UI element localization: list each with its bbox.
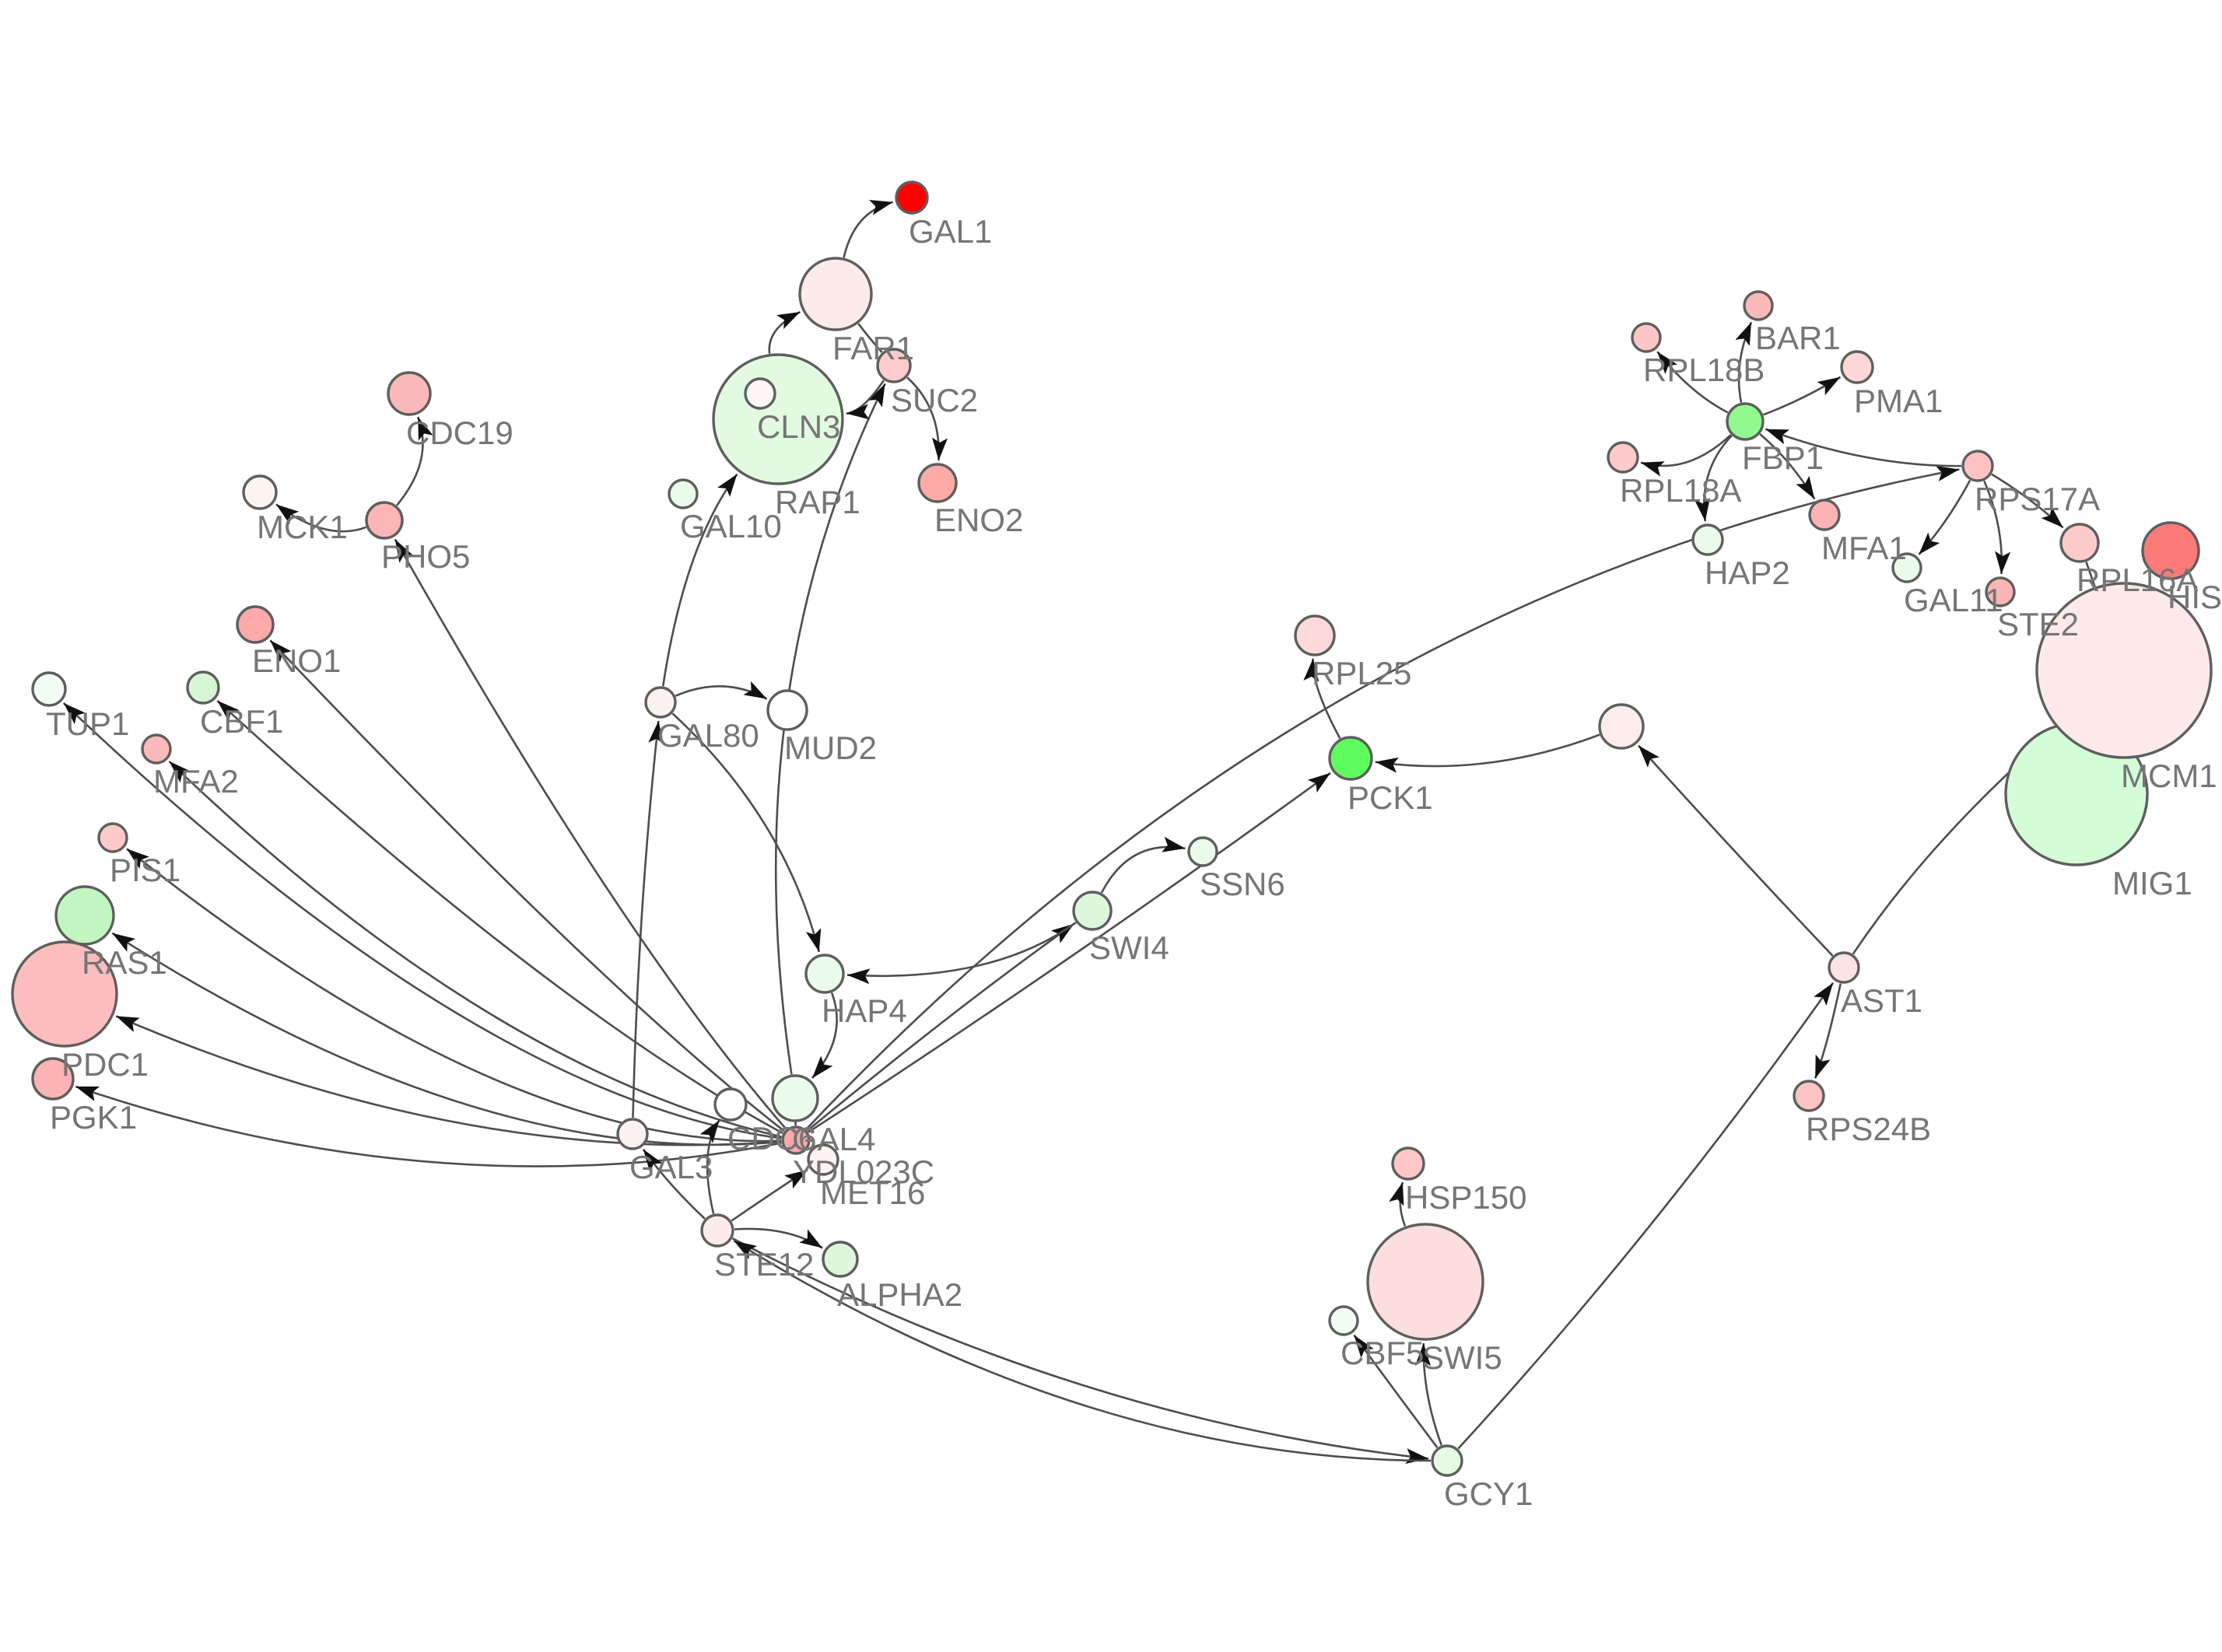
svg-text:RAS1: RAS1 bbox=[82, 944, 167, 981]
svg-text:RPL25: RPL25 bbox=[1312, 655, 1411, 691]
svg-text:PDC1: PDC1 bbox=[61, 1046, 149, 1083]
svg-text:GAL4: GAL4 bbox=[792, 1121, 875, 1157]
svg-text:ENO2: ENO2 bbox=[934, 502, 1023, 538]
svg-text:RPL16A: RPL16A bbox=[2077, 562, 2198, 598]
svg-text:PHO5: PHO5 bbox=[381, 538, 470, 575]
svg-text:HAP4: HAP4 bbox=[822, 992, 907, 1029]
svg-text:PCK1: PCK1 bbox=[1348, 779, 1433, 816]
svg-text:MFA1: MFA1 bbox=[1821, 530, 1907, 566]
svg-text:GAL3: GAL3 bbox=[629, 1149, 713, 1185]
svg-text:CDC19: CDC19 bbox=[406, 415, 513, 451]
svg-text:PGK1: PGK1 bbox=[50, 1099, 137, 1136]
svg-text:ALPHA2: ALPHA2 bbox=[837, 1276, 962, 1313]
svg-text:RAP1: RAP1 bbox=[775, 484, 860, 520]
svg-text:GAL10: GAL10 bbox=[680, 508, 782, 544]
svg-text:SUC2: SUC2 bbox=[891, 382, 978, 418]
svg-text:MUD2: MUD2 bbox=[784, 730, 877, 766]
svg-text:GAL1: GAL1 bbox=[909, 213, 992, 250]
svg-text:GAL80: GAL80 bbox=[657, 717, 759, 754]
svg-text:FAR1: FAR1 bbox=[832, 330, 914, 366]
svg-text:MCK1: MCK1 bbox=[257, 509, 348, 545]
svg-text:RPL18A: RPL18A bbox=[1620, 472, 1741, 509]
svg-text:RPS17A: RPS17A bbox=[1975, 481, 2100, 517]
svg-text:MCM1: MCM1 bbox=[2121, 758, 2217, 794]
svg-text:CBF1: CBF1 bbox=[200, 703, 283, 740]
svg-text:CLN3: CLN3 bbox=[757, 408, 840, 445]
svg-text:FBP1: FBP1 bbox=[1742, 439, 1824, 476]
svg-text:PIS1: PIS1 bbox=[110, 852, 180, 888]
svg-text:BAR1: BAR1 bbox=[1755, 320, 1841, 356]
svg-text:AST1: AST1 bbox=[1841, 982, 1922, 1019]
svg-text:GAL11: GAL11 bbox=[1904, 582, 2003, 618]
svg-text:HAP2: HAP2 bbox=[1705, 555, 1790, 591]
svg-text:RPL18B: RPL18B bbox=[1643, 352, 1765, 388]
svg-text:ENO1: ENO1 bbox=[252, 642, 341, 679]
svg-text:MFA2: MFA2 bbox=[153, 763, 239, 800]
svg-text:HIS4: HIS4 bbox=[2168, 579, 2222, 615]
svg-text:MET16: MET16 bbox=[820, 1174, 925, 1211]
svg-text:STE2: STE2 bbox=[1997, 606, 2079, 642]
svg-text:YDL023C: YDL023C bbox=[793, 1153, 934, 1190]
svg-text:SWI5: SWI5 bbox=[1422, 1339, 1502, 1376]
svg-text:TUP1: TUP1 bbox=[46, 705, 129, 742]
svg-text:CDC6: CDC6 bbox=[727, 1120, 816, 1157]
svg-text:GCY1: GCY1 bbox=[1444, 1475, 1533, 1512]
svg-text:CBF5: CBF5 bbox=[1341, 1335, 1424, 1371]
svg-text:STE12: STE12 bbox=[714, 1246, 814, 1283]
svg-text:PMA1: PMA1 bbox=[1854, 383, 1943, 419]
svg-text:HSP150: HSP150 bbox=[1405, 1179, 1526, 1216]
svg-text:SSN6: SSN6 bbox=[1200, 866, 1285, 902]
svg-text:RPS24B: RPS24B bbox=[1806, 1111, 1931, 1147]
svg-text:MIG1: MIG1 bbox=[2112, 865, 2192, 901]
svg-text:SWI4: SWI4 bbox=[1089, 929, 1169, 966]
